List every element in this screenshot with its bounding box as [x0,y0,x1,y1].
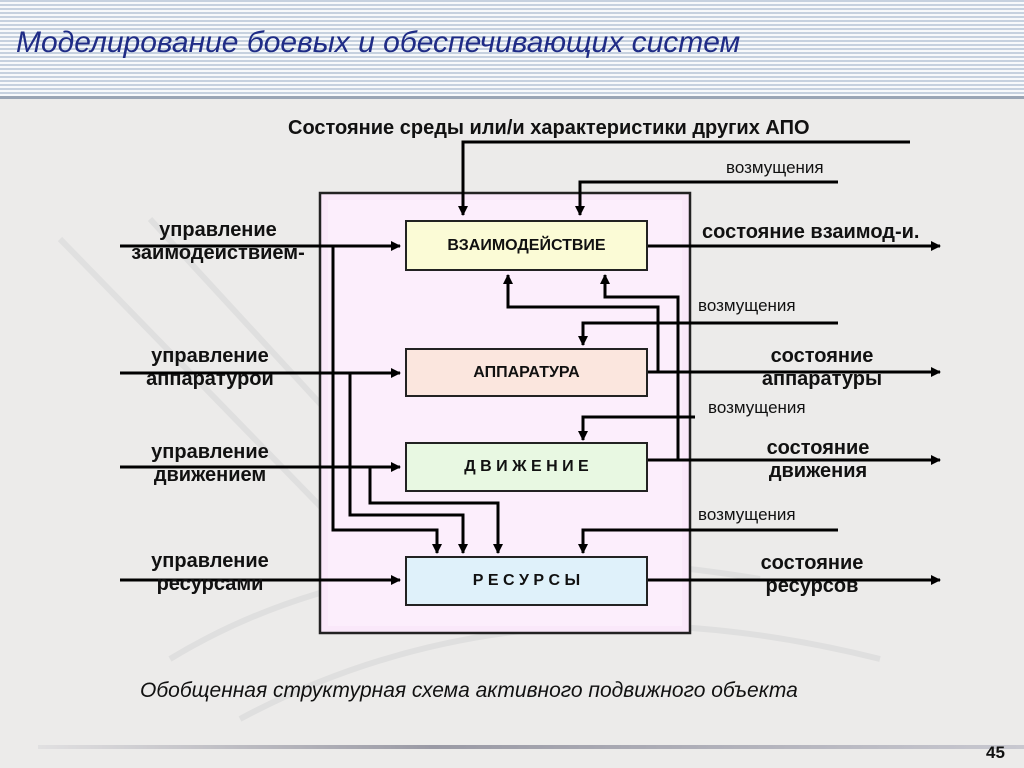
disturbance-arrow-2 [578,321,838,346]
disturbance-label-2: возмущения [698,296,796,315]
slide-title: Моделирование боевых и обеспечивающих си… [16,26,741,59]
footer-divider [38,745,1024,749]
disturbance-arrow-4 [578,528,838,554]
disturbance-label-1: возмущения [726,158,824,177]
disturbance-arrow-1 [575,180,838,216]
block-resources: Р Е С У Р С Ы [405,556,648,606]
diagram-caption: Обобщенная структурная схема активного п… [140,679,798,702]
branch-apparatus-to-resources [348,373,468,554]
slide-header [0,0,1024,96]
block-apparatus: АППАРАТУРА [405,348,648,397]
feedback-apparatus-arrow [503,274,660,372]
branch-interaction-to-resources [331,246,442,554]
block-interaction: ВЗАИМОДЕЙСТВИЕ [405,220,648,271]
branch-movement-to-resources [368,467,503,554]
disturbance-label-4: возмущения [698,505,796,524]
header-divider [0,96,1024,99]
disturbance-label-3: возмущения [708,398,806,417]
page-number: 45 [986,743,1005,762]
block-movement: Д В И Ж Е Н И Е [405,442,648,492]
environment-input-label: Состояние среды или/и характеристики дру… [288,117,810,139]
output-label-interaction: состояние взаимод-и. [702,221,920,243]
environment-input-arrow [458,140,910,216]
disturbance-arrow-3 [578,415,695,441]
